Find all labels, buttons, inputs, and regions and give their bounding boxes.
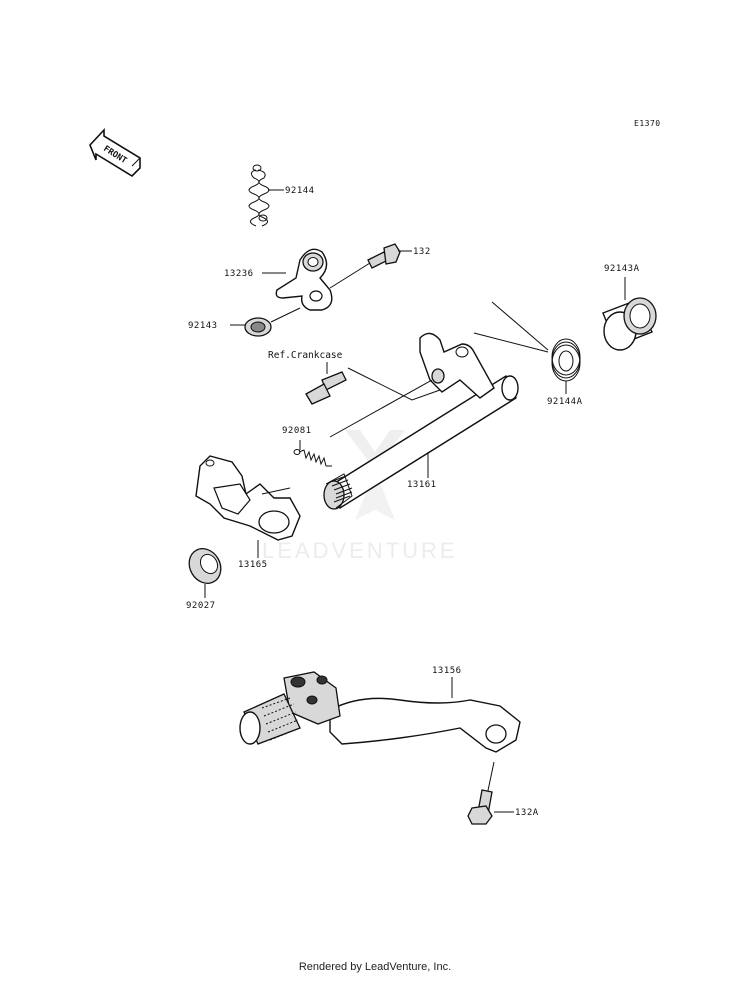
label-13165: 13165 (238, 560, 268, 570)
label-ref-crankcase: Ref.Crankcase (268, 350, 343, 361)
lever-13236 (275, 248, 333, 311)
collar-92143a (602, 297, 657, 351)
pedal-13156 (239, 671, 521, 753)
diagram-code: E1370 (634, 119, 661, 128)
label-92144a: 92144A (547, 397, 583, 407)
watermark-text: LEADVENTURE (262, 538, 458, 563)
bolt-132 (329, 243, 401, 289)
collar-92143 (244, 307, 301, 337)
label-13236: 13236 (224, 269, 254, 279)
front-arrow-icon: FRONT (89, 127, 141, 178)
washer-92027 (188, 548, 222, 584)
watermark: LEADVENTURE (262, 430, 458, 563)
bolt-132a (467, 761, 495, 825)
plate-13165 (195, 455, 301, 541)
label-92143: 92143 (188, 321, 218, 331)
pedal-tip (239, 693, 301, 745)
label-92144: 92144 (285, 186, 315, 196)
footer-credit: Rendered by LeadVenture, Inc. (298, 961, 452, 973)
label-13156: 13156 (432, 666, 462, 676)
spring-92144 (248, 164, 270, 227)
shaft-spline (323, 473, 353, 510)
spring-92144a (473, 301, 581, 382)
label-92027: 92027 (186, 601, 216, 611)
label-92081: 92081 (282, 426, 312, 436)
label-13161: 13161 (407, 480, 437, 490)
label-132a: 132A (515, 808, 539, 818)
label-132: 132 (413, 247, 431, 257)
label-92143a: 92143A (604, 264, 640, 274)
shaft-13161 (323, 332, 519, 510)
crankcase-pin (305, 371, 347, 405)
spring-92081 (293, 449, 332, 467)
